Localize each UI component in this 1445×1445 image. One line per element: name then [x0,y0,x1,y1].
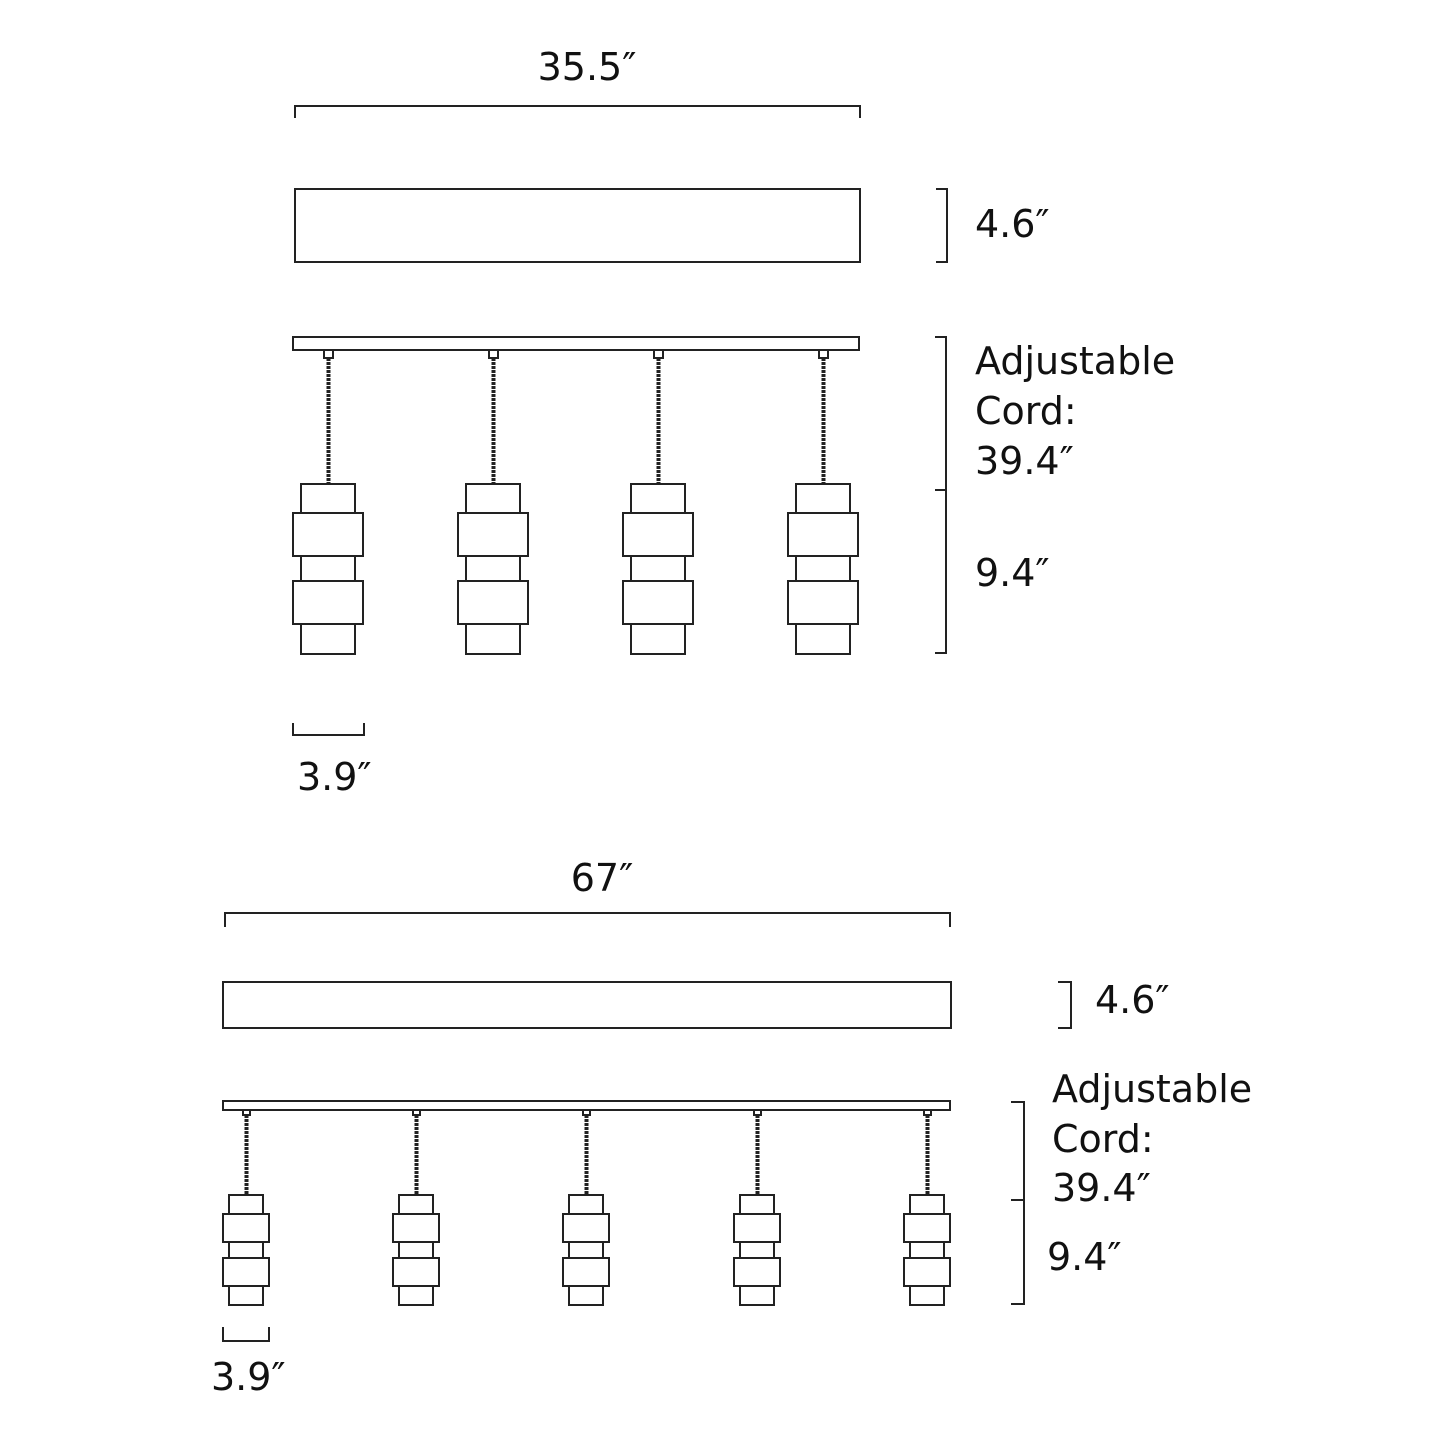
width-dimension-line [224,912,951,927]
mounting-rail [292,336,860,351]
figure-2 [222,912,1072,1342]
pendant-2 [457,349,529,655]
canopy [294,188,861,263]
canopy [222,981,952,1029]
cord-length-label: 39.4″ [975,439,1074,483]
cord-length-label: 39.4″ [1052,1166,1151,1210]
pendant-1 [222,1109,270,1306]
canopy-height-bracket [1058,981,1072,1029]
canopy-height-label: 4.6″ [1095,978,1170,1022]
mounting-rail [222,1100,951,1111]
pendant-3 [622,349,694,655]
pendant-4 [733,1109,781,1306]
pendant-1 [292,349,364,655]
shade-width-label: 3.9″ [211,1355,286,1399]
cord-label-line1: Adjustable [975,339,1176,383]
canopy-height-label: 4.6″ [975,202,1050,246]
shade-width-bracket [222,1327,270,1342]
shade-width-bracket [292,723,365,736]
pendant-2 [392,1109,440,1306]
shade-height-label: 9.4″ [1047,1235,1122,1279]
width-label: 67″ [570,856,634,900]
cord-label-line2: Cord: [975,389,1077,433]
pendant-4 [787,349,859,655]
pendant-3 [562,1109,610,1306]
cord-label-line1: Adjustable [1052,1067,1253,1111]
width-dimension-line [294,105,861,118]
figure-1 [292,105,948,736]
canopy-height-bracket [936,188,948,263]
cord-shade-bracket [935,336,947,654]
shade-height-label: 9.4″ [975,551,1050,595]
pendant-5 [903,1109,951,1306]
cord-shade-bracket [1011,1101,1025,1305]
width-label: 35.5″ [537,45,637,89]
shade-width-label: 3.9″ [297,755,372,799]
cord-label-line2: Cord: [1052,1117,1154,1161]
